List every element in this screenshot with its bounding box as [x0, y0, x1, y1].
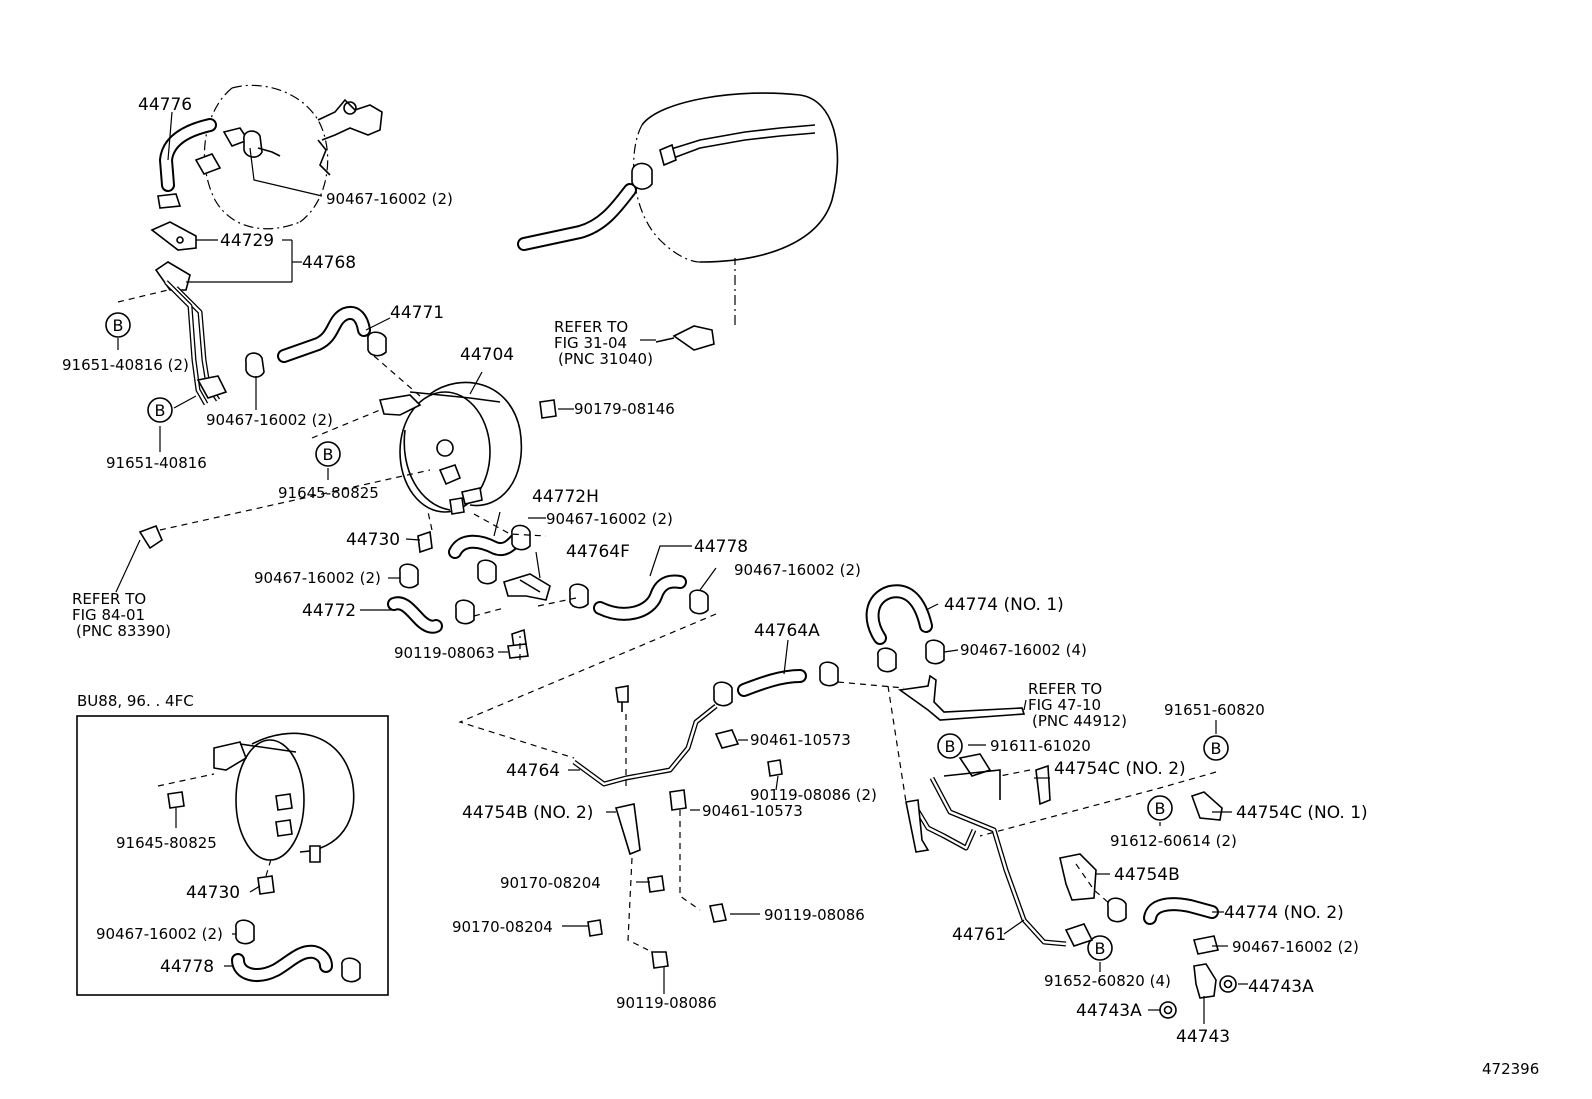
label-44764A: 44764A — [754, 621, 820, 641]
brake-booster-drawing — [194, 84, 383, 230]
label-90119-08086-b: 90119-08086 — [616, 994, 717, 1012]
label-90461-b: 90461-10573 — [702, 802, 803, 820]
label-44774-no2: 44774 (NO. 2) — [1224, 903, 1344, 923]
label-inset-91645: 91645-80825 — [116, 834, 217, 852]
hose-group-center — [387, 524, 709, 659]
refer-47-line3: (PNC 44912) — [1032, 712, 1127, 730]
hose-44771 — [245, 306, 387, 378]
label-90170-a: 90170-08204 — [500, 874, 601, 892]
b-marker: B — [1155, 799, 1166, 818]
label-91651-60820: 91651-60820 — [1164, 701, 1265, 719]
plug-90179 — [539, 399, 557, 419]
refer-84-line2: FIG 84-01 — [72, 606, 145, 624]
label-90170-b: 90170-08204 — [452, 918, 553, 936]
b-marker: B — [945, 737, 956, 756]
figure-number: 472396 — [1482, 1060, 1539, 1078]
refer-47-line2: FIG 47-10 — [1028, 696, 1101, 714]
label-90119-08086-a: 90119-08086 — [764, 906, 865, 924]
label-90467-top: 90467-16002 (2) — [326, 190, 453, 208]
leader-lines — [115, 111, 1248, 1024]
label-91652: 91652-60820 (4) — [1044, 972, 1171, 990]
label-44772H: 44772H — [532, 487, 599, 507]
label-90179: 90179-08146 — [574, 400, 675, 418]
label-44754C-no1: 44754C (NO. 1) — [1236, 803, 1368, 823]
check-valve-31040 — [655, 325, 715, 351]
pipe-44761-group — [865, 584, 1237, 1019]
label-44743: 44743 — [1176, 1027, 1230, 1047]
refer-84-line3: (PNC 83390) — [76, 622, 171, 640]
label-44730-main: 44730 — [346, 530, 400, 550]
item-83390 — [138, 524, 163, 550]
label-44704: 44704 — [460, 345, 514, 365]
label-44778-main: 44778 — [694, 537, 748, 557]
label-44761: 44761 — [952, 925, 1006, 945]
label-44729: 44729 — [220, 231, 274, 251]
hose-44776 — [157, 118, 217, 209]
refer-47-line1: REFER TO — [1028, 680, 1102, 698]
label-44776: 44776 — [138, 95, 192, 115]
part-labels: 44776 90467-16002 (2) 44729 44768 91651-… — [62, 95, 1539, 1078]
label-91645-main: 91645-80825 — [278, 484, 379, 502]
label-44754C-no2: 44754C (NO. 2) — [1054, 759, 1186, 779]
b-marker: B — [113, 316, 124, 335]
label-inset-44730: 44730 — [186, 883, 240, 903]
label-44754B: 44754B — [1114, 865, 1180, 885]
label-44754B-no2: 44754B (NO. 2) — [462, 803, 593, 823]
fuel-tank-drawing — [517, 92, 839, 263]
b-marker: B — [323, 445, 334, 464]
label-90467-mid: 90467-16002 (2) — [206, 411, 333, 429]
label-91612: 91612-60614 (2) — [1110, 832, 1237, 850]
label-90467-left: 90467-16002 (2) — [254, 569, 381, 587]
refer-31-line2: FIG 31-04 — [554, 334, 627, 352]
label-44764: 44764 — [506, 761, 560, 781]
label-44743A-r: 44743A — [1248, 977, 1314, 997]
label-90467-774: 90467-16002 (4) — [960, 641, 1087, 659]
label-90467-778: 90467-16002 (2) — [734, 561, 861, 579]
label-91611: 91611-61020 — [990, 737, 1091, 755]
circle-b-markers: B B B B B B B — [105, 312, 1229, 961]
label-44771: 44771 — [390, 303, 444, 323]
label-inset-44778: 44778 — [160, 957, 214, 977]
inset-title: BU88, 96. . 4FC — [77, 692, 194, 710]
pipe-44764 — [572, 661, 839, 969]
label-90467-772h: 90467-16002 (2) — [546, 510, 673, 528]
label-44768: 44768 — [302, 253, 356, 273]
b-marker: B — [155, 401, 166, 420]
label-44743A-l: 44743A — [1076, 1001, 1142, 1021]
vacuum-tank-44704 — [378, 381, 523, 515]
refer-31-line3: (PNC 31040) — [558, 350, 653, 368]
refer-31-line1: REFER TO — [554, 318, 628, 336]
b-marker: B — [1095, 939, 1106, 958]
label-90467-bot: 90467-16002 (2) — [1232, 938, 1359, 956]
label-inset-90467: 90467-16002 (2) — [96, 925, 223, 943]
label-90119-08086-2: 90119-08086 (2) — [750, 786, 877, 804]
label-91651-40816-2: 91651-40816 (2) — [62, 356, 189, 374]
tube-44768 — [150, 221, 228, 406]
b-marker: B — [1211, 739, 1222, 758]
label-91651-40816: 91651-40816 — [106, 454, 207, 472]
label-44772: 44772 — [302, 601, 356, 621]
label-90119-08063: 90119-08063 — [394, 644, 495, 662]
refer-84-line1: REFER TO — [72, 590, 146, 608]
label-44764F: 44764F — [566, 542, 630, 562]
inset-bu88: BU88, 96. . 4FC — [76, 692, 389, 996]
label-44774-no1: 44774 (NO. 1) — [944, 595, 1064, 615]
label-90461-a: 90461-10573 — [750, 731, 851, 749]
